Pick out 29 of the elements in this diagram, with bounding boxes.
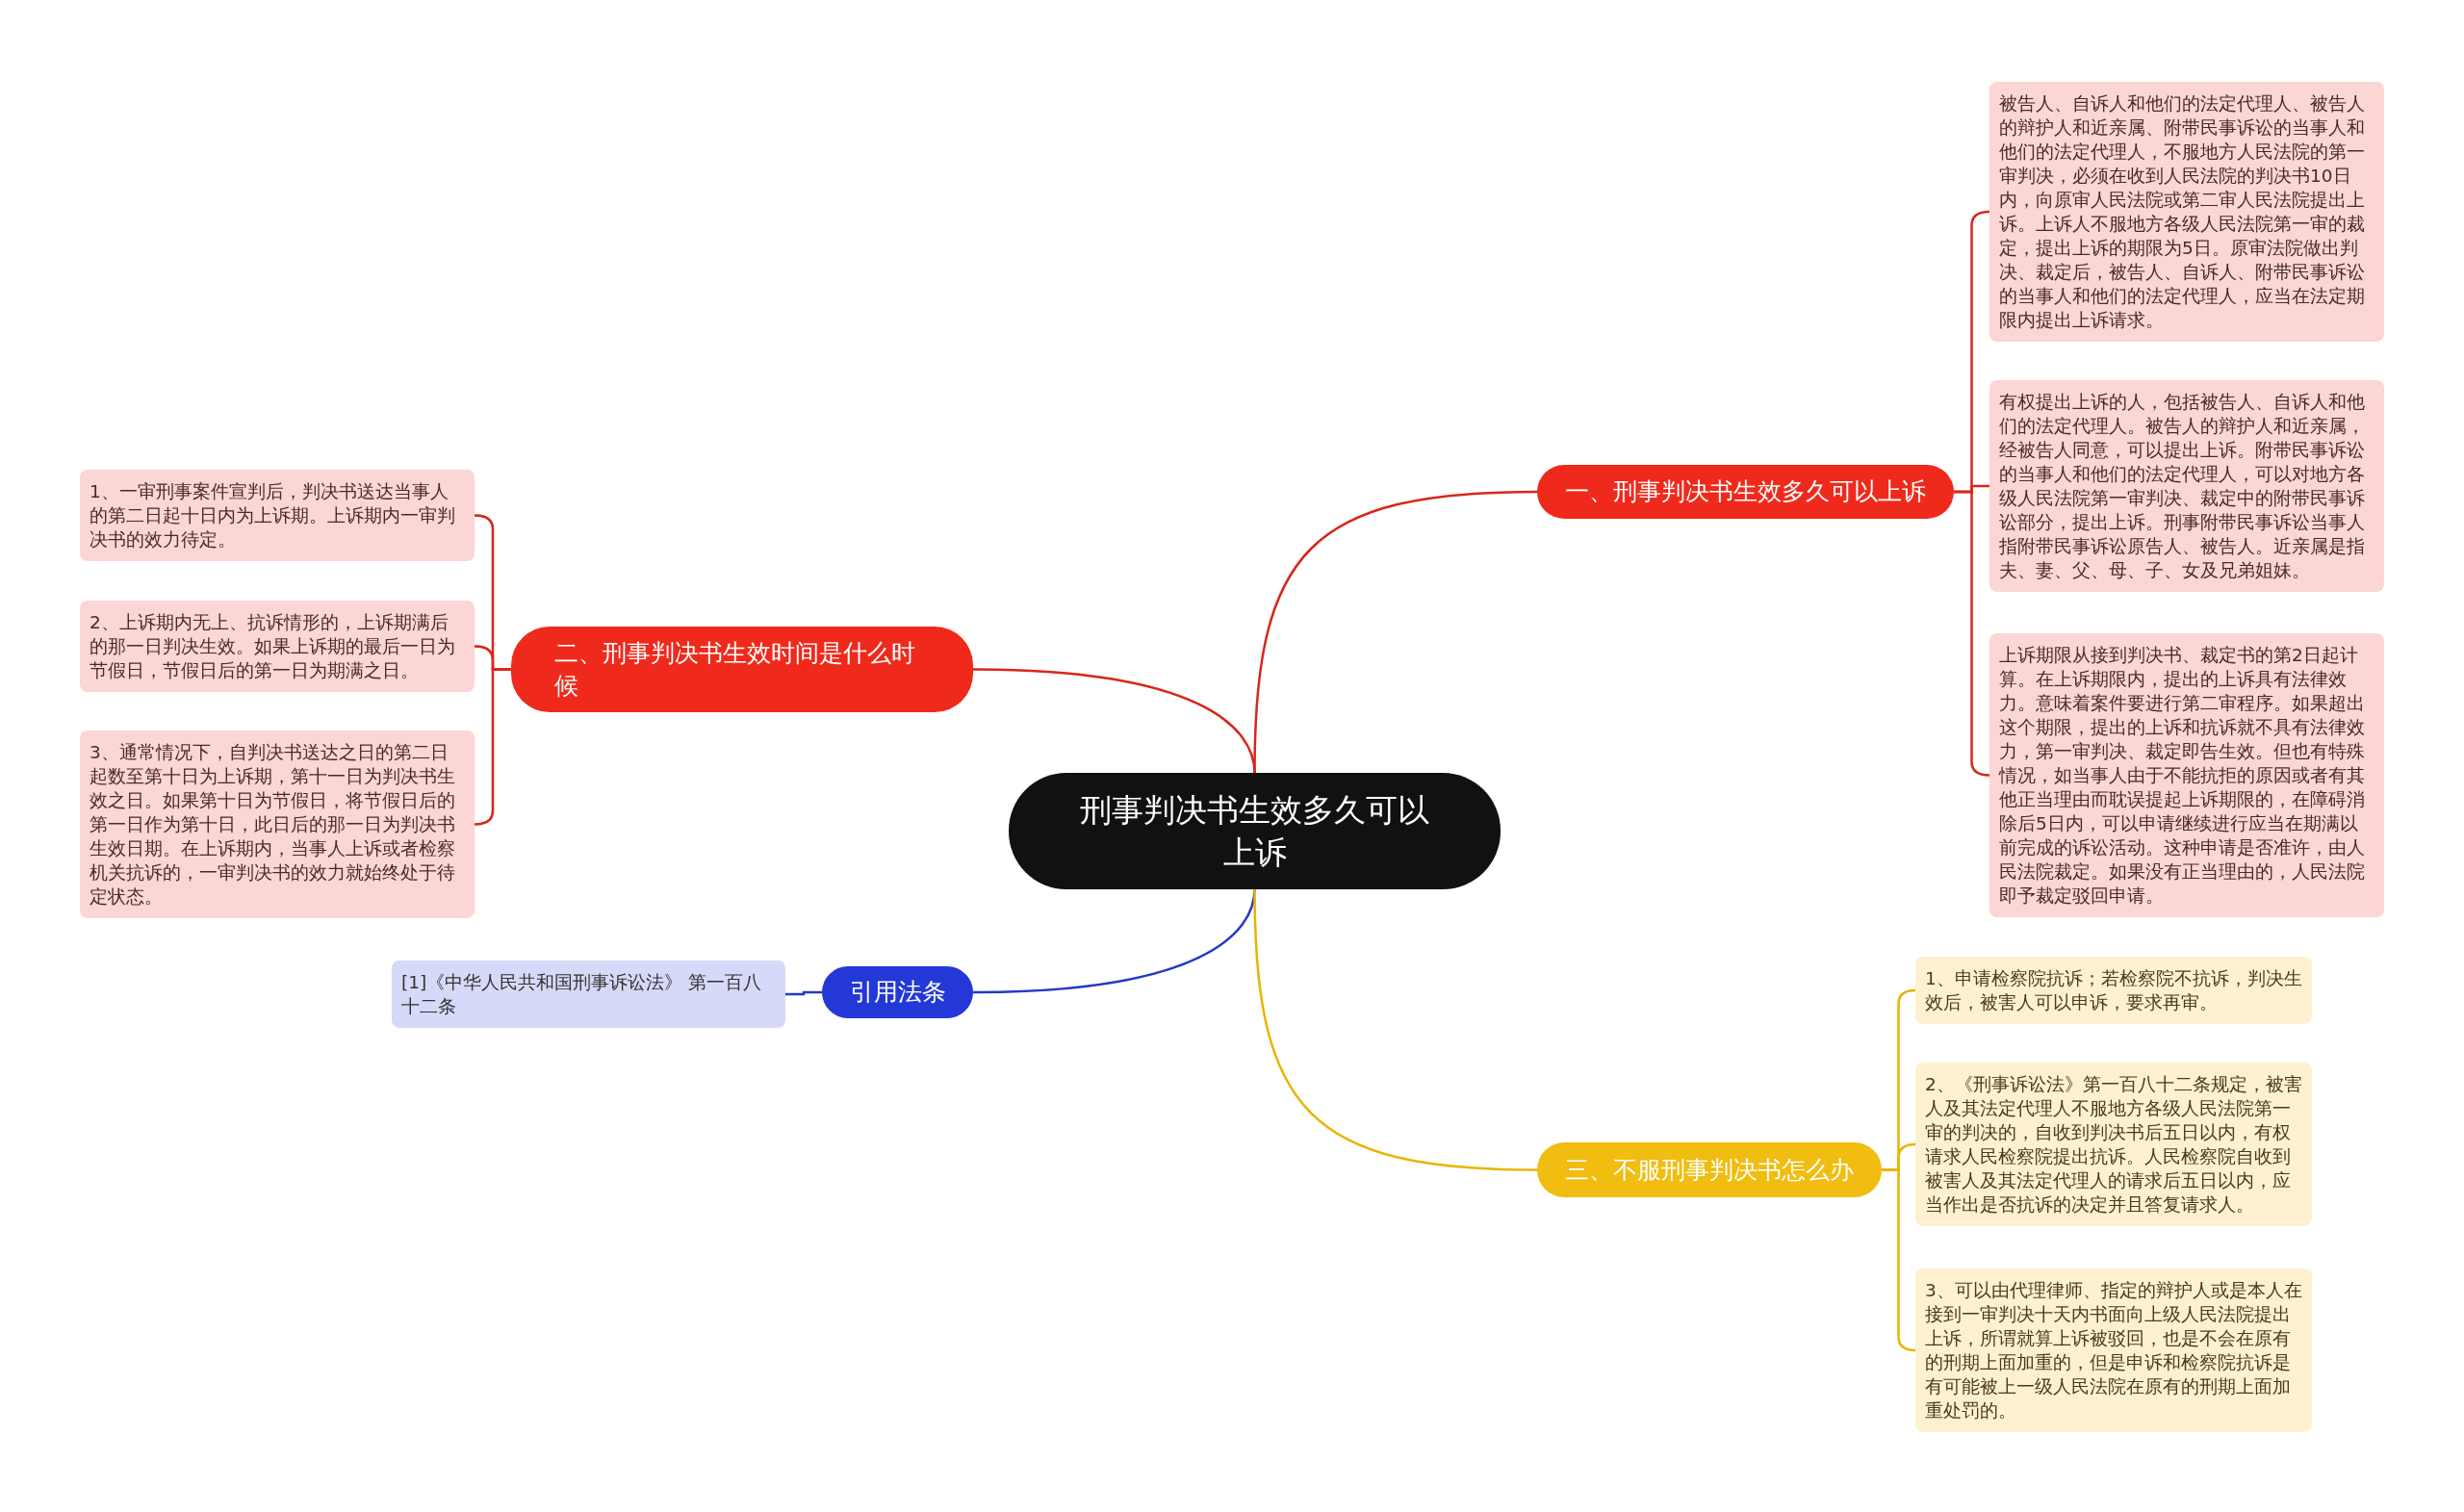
topic-text: 3、可以由代理律师、指定的辩护人或是本人在接到一审判决十天内书面向上级人民法院提出上诉，所谓就算上诉被驳回，也是不会在原有的刑期上面加重的，但是申诉和检察院抗诉是有可能被上一级人民法院在原有的刑期上面加重处罚的。 [1925,1279,2302,1422]
topic-text: 三、不服刑事判决书怎么办 [1565,1154,1854,1186]
topic-text: 3、通常情况下，自判决书送达之日的第二日起数至第十日为上诉期，第十一日为判决书生效之日。如果第十日为节假日，将节假日后的第一日作为第十日，此日后的那一日为判决书生效日期。在上诉期内，当事人上诉或者检察机关抗诉的，一审判决书的效力就始终处于待定状态。 [90,741,456,909]
note-card [80,601,475,692]
topic-text: [1]《中华人民共和国刑事诉讼法》 第一百八十二条 [401,971,763,1018]
note-card [392,961,785,1028]
note-card [80,470,475,561]
topic-text: 一、刑事判决书生效多久可以上诉 [1565,476,1926,507]
connector-line [785,990,822,996]
note-card [1915,1269,2312,1432]
topic-text: 2、《刑事诉讼法》第一百八十二条规定，被害人及其法定代理人不服地方各级人民法院第一审的判决的，自收到判决书后五日以内，有权请求人民检察院提出抗诉。人民检察院自收到被害人及其法定代理人的请求后五日以内，应当作出是否抗诉的决定并且答复请求人。 [1925,1073,2302,1217]
connector-line [1253,888,1538,1171]
topic-text: 二、刑事判决书生效时间是什么时候 [554,637,916,702]
topic-text: 有权提出上诉的人，包括被告人、自诉人和他们的法定代理人。被告人的辩护人和近亲属，经被告人同意，可以提出上诉。附带民事诉讼的当事人和他们的法定代理人，可以对地方各级人民法院第一审判决、裁定中的附带民事诉讼部分，提出上诉。刑事附带民事诉讼当事人指附带民事诉讼原告人、被告人。近亲属是指夫、妻、父、母、子、女及兄弟姐妹。 [1999,391,2366,582]
topic-text: 1、申请检察院抗诉；若检察院不抗诉，判决生效后，被害人可以申诉，要求再审。 [1925,967,2302,1014]
branch-topic [822,966,973,1018]
note-card [1915,1063,2312,1226]
branch-topic [1537,1142,1882,1197]
topic-text: 引用法条 [849,977,946,1008]
topic-text: 被告人、自诉人和他们的法定代理人、被告人的辩护人和近亲属、附带民事诉讼的当事人和他们的法定代理人，不服地方人民法院的第一审判决，必须在收到人民法院的判决书10日内，向原审人民法院或第二审人民法院提出上诉。上诉人不服地方各级人民法院第一审的裁定，提出上诉的期限为5日。原审法院做出判决、裁定后，被告人、自诉人、附带民事诉讼的当事人和他们的法定代理人，应当在法定期限内提出上诉请求。 [1999,92,2366,332]
note-card [80,730,475,918]
topic-text: 刑事判决书生效多久可以上诉 [1079,789,1430,873]
note-card [1915,957,2312,1024]
topic-text: 1、一审刑事案件宣判后，判决书送达当事人的第二日起十日内为上诉期。上诉期内一审判决书的效力待定。 [90,480,456,551]
note-card [1989,380,2384,592]
topic-text: 上诉期限从接到判决书、裁定书的第2日起计算。在上诉期限内，提出的上诉具有法律效力。意味着案件要进行第二审程序。如果超出这个期限，提出的上诉和抗诉就不具有法律效力，第一审判决、裁定即告生效。但也有特殊情况，如当事人由于不能抗拒的原因或者有其他正当理由而耽误提起上诉期限的，在障碍消除后5日内，可以申请继续进行应当在期满以前完成的诉讼活动。这种申请是否准许，由人民法院裁定。如果没有正当理由的，人民法院即予裁定驳回申请。 [1999,644,2366,908]
connector-line [972,668,1256,774]
branch-topic [1537,465,1954,519]
topic-text: 2、上诉期内无上、抗诉情形的，上诉期满后的那一日判决生效。如果上诉期的最后一日为节假日，节假日后的第一日为期满之日。 [90,611,456,682]
